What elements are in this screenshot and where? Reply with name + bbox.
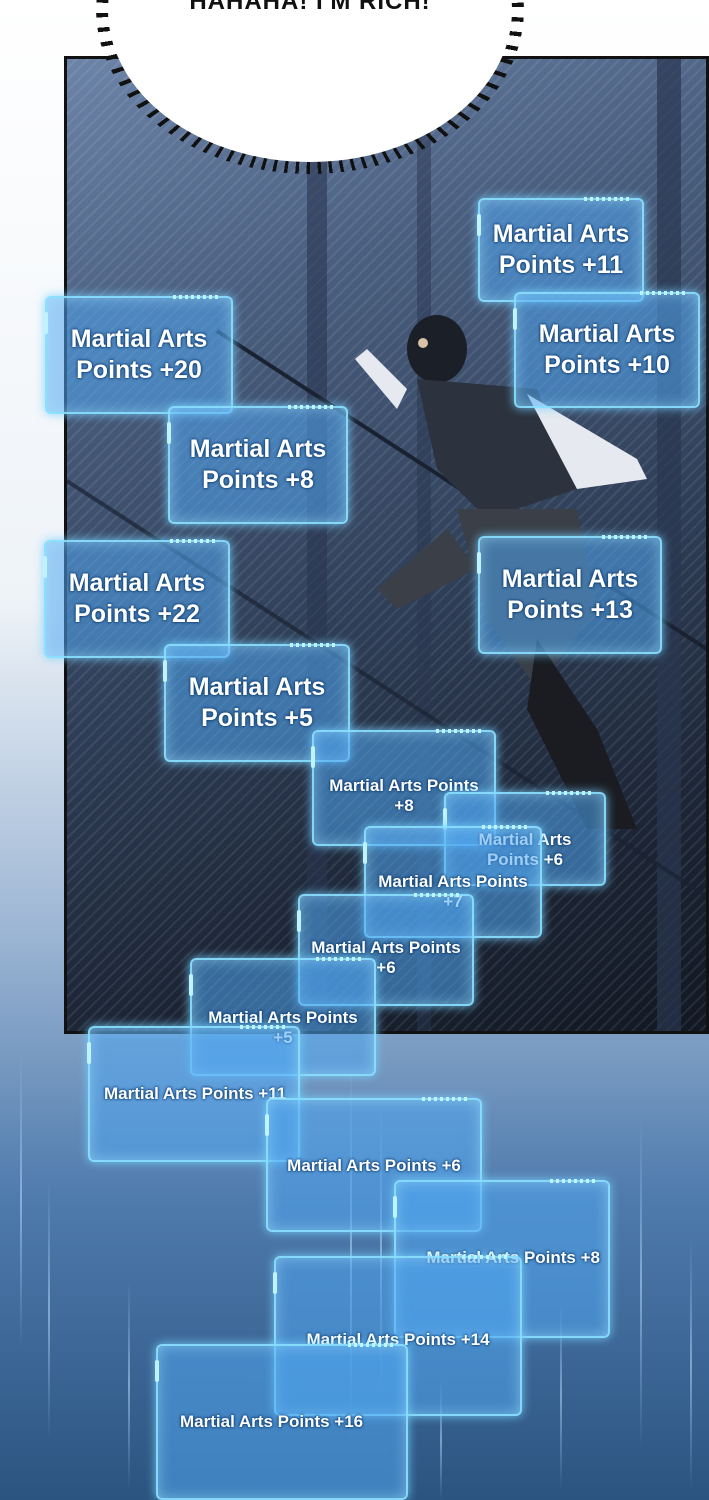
points-window: Martial Arts Points +10 [513, 291, 700, 408]
pillar [307, 59, 327, 1031]
speech-bubble-text: HAHAHA! I'M RICH! [189, 0, 431, 15]
points-window: Martial Arts Points +16 [155, 1343, 408, 1500]
points-window: Martial Arts Points +8 [167, 405, 348, 524]
points-window: Martial Arts Points +11 [477, 197, 644, 302]
points-window: Martial Arts Points +13 [477, 535, 662, 654]
points-window: Martial Arts Points +22 [43, 539, 230, 658]
points-window: Martial Arts Points +20 [44, 295, 233, 414]
points-window: Martial Arts Points +11 [87, 1025, 300, 1162]
